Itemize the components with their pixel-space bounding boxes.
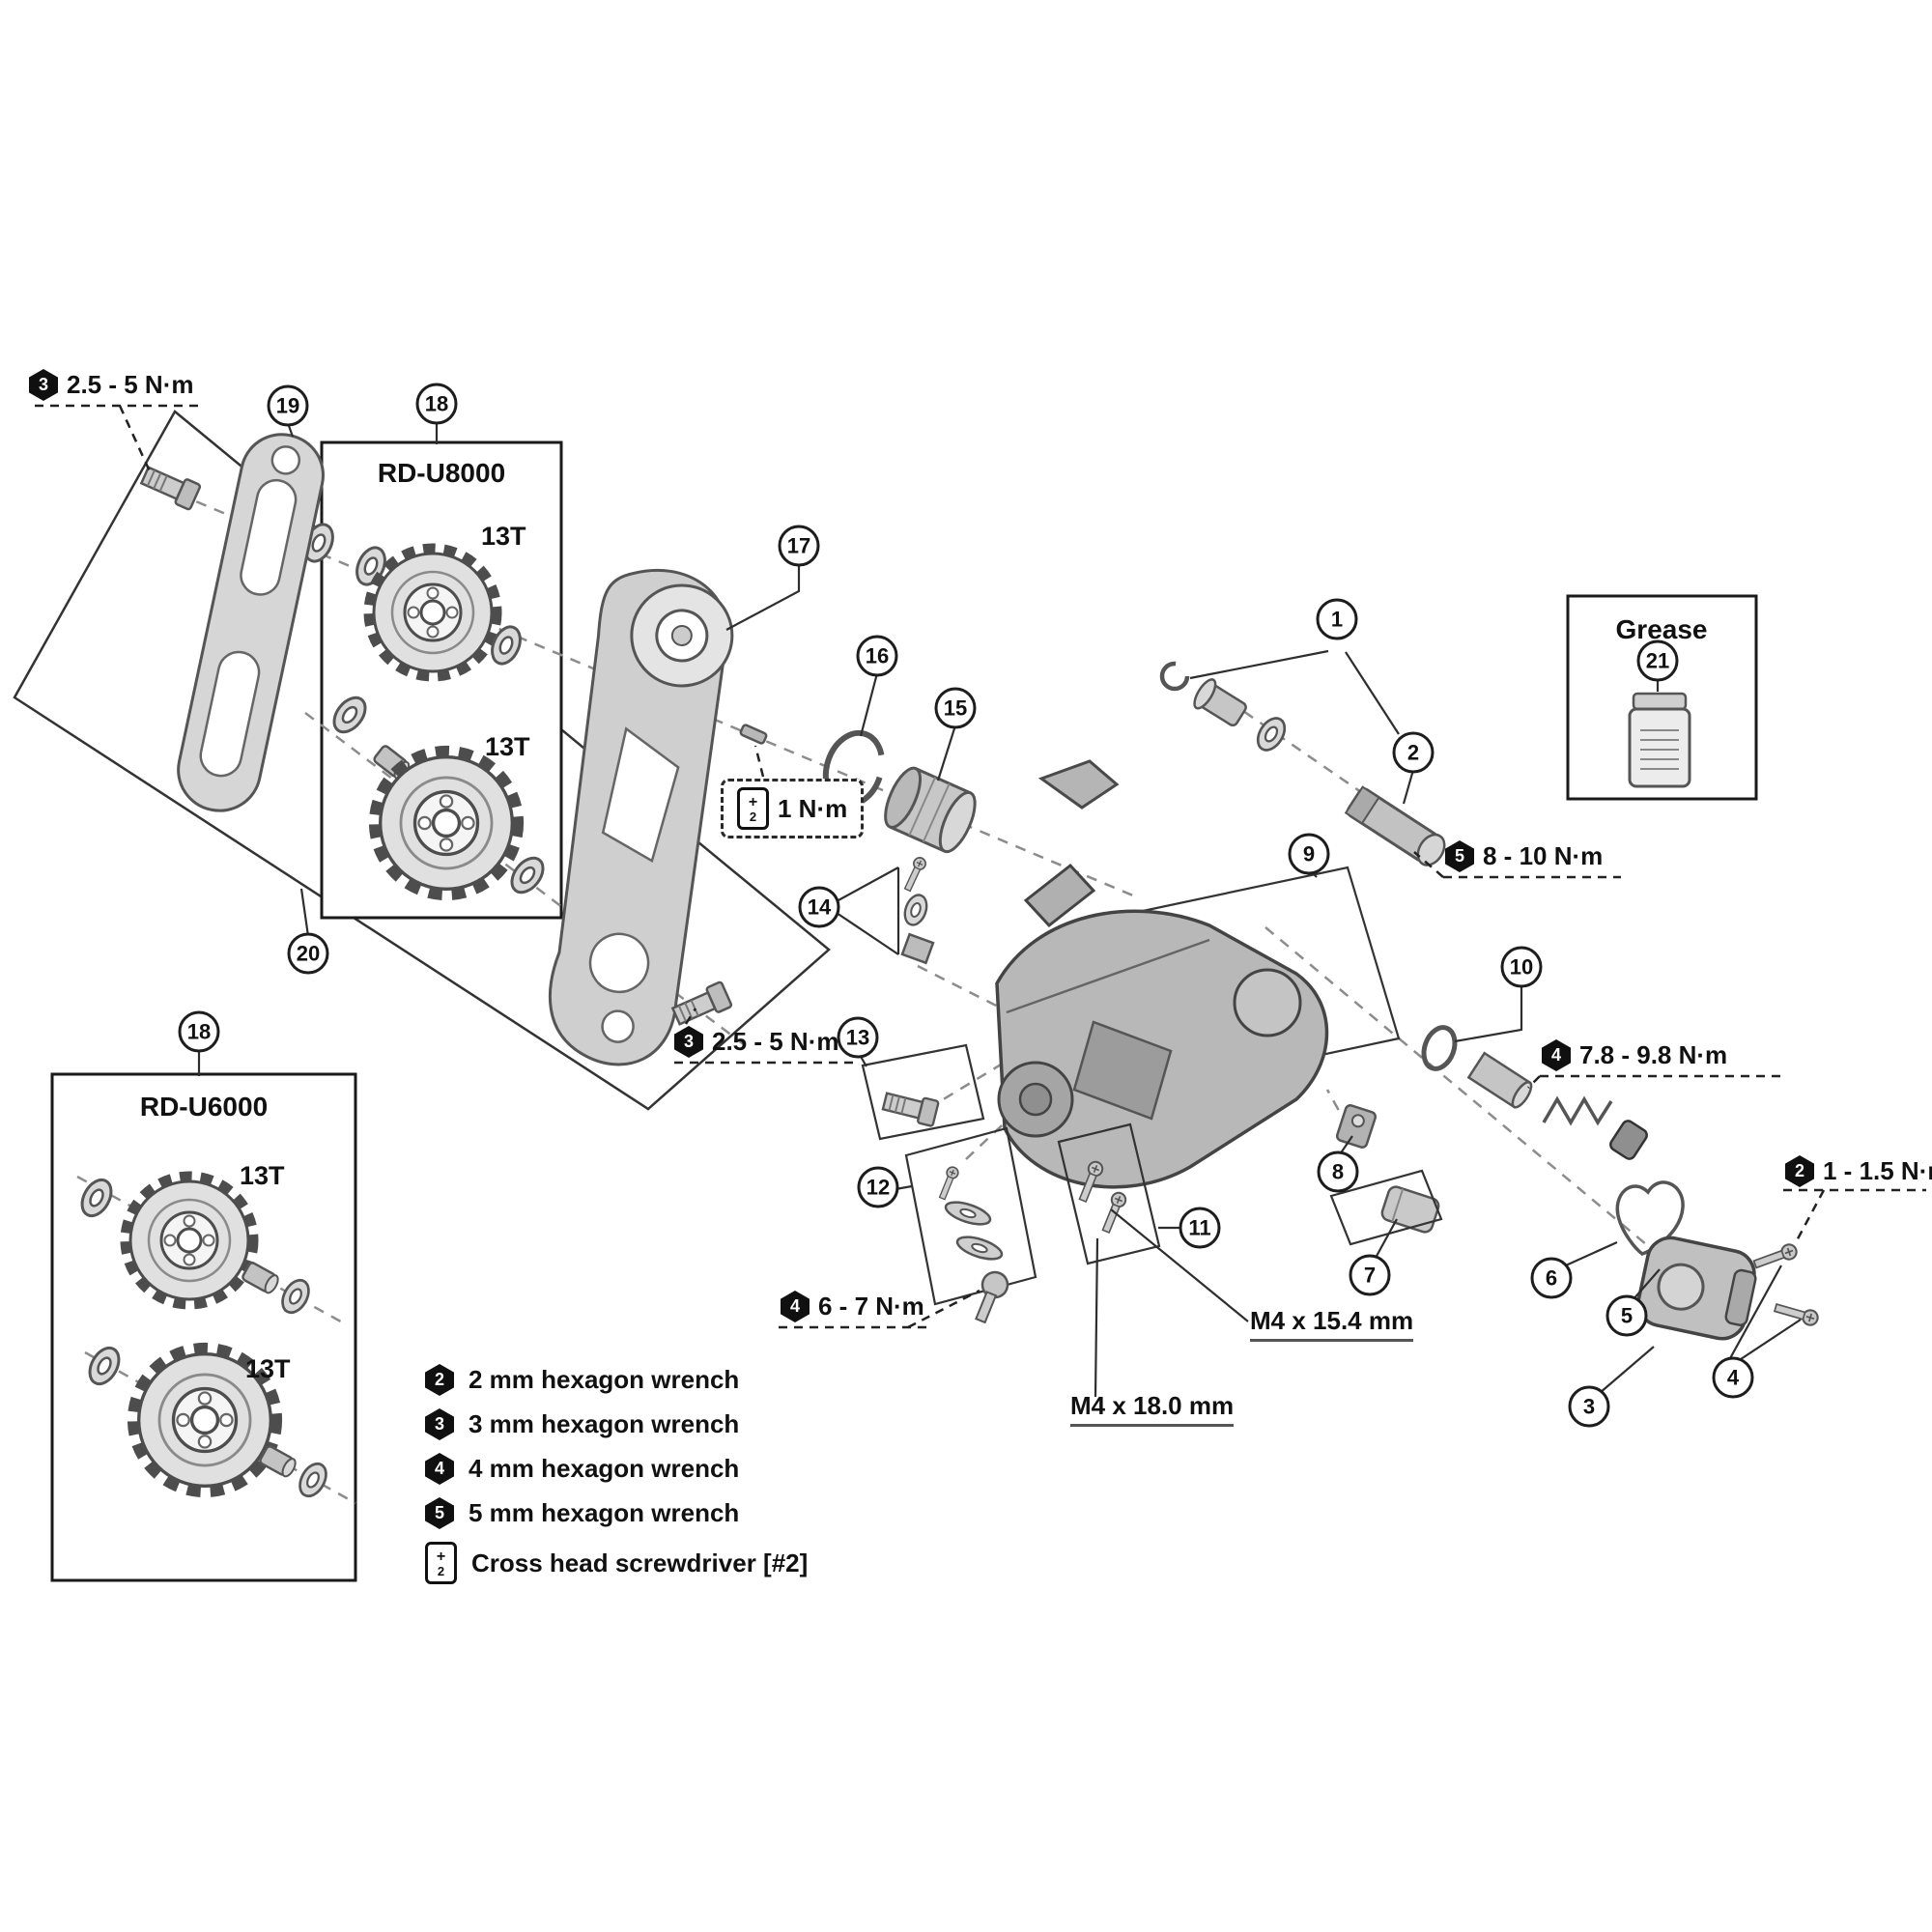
callout-4: 4 — [1712, 1356, 1754, 1399]
callout-20: 20 — [287, 932, 329, 975]
callout-13: 13 — [837, 1016, 879, 1059]
torque-label-end-cap-screws: 2 1 - 1.5 N·m — [1785, 1155, 1932, 1187]
cable-fixing-parts — [899, 855, 935, 965]
hex-wrench-icon: 2 — [425, 1364, 454, 1396]
item13-outline — [861, 1043, 985, 1141]
torque-value: 2.5 - 5 N·m — [67, 370, 194, 399]
legend-label: 5 mm hexagon wrench — [469, 1498, 740, 1527]
torque-label-bracket-axle: 5 8 - 10 N·m — [1445, 840, 1603, 872]
item12-outline — [904, 1126, 1037, 1306]
item11-outline — [1057, 1122, 1161, 1265]
hex-wrench-icon: 4 — [781, 1291, 810, 1322]
pulley-teeth-label: 13T — [481, 522, 526, 551]
inner-cage-plate — [548, 568, 734, 1066]
pulley-bolt-set — [936, 1164, 1009, 1324]
torque-label-cage-bolt-upper: 3 2.5 - 5 N·m — [29, 369, 194, 401]
spring-unit-parts — [1421, 1025, 1685, 1256]
hex-wrench-icon: 3 — [425, 1408, 454, 1440]
cage-plate-bolt-lower — [669, 980, 734, 1031]
callout-19: 19 — [267, 384, 309, 427]
callout-15: 15 — [934, 687, 977, 729]
cross-glyph: + — [748, 793, 758, 810]
pulley-teeth-label: 13T — [240, 1161, 285, 1190]
end-cap-unit — [1636, 1236, 1757, 1341]
callout-8: 8 — [1317, 1151, 1359, 1193]
cage-stopper-pin — [739, 724, 768, 745]
dimension-label-m4-18: M4 x 18.0 mm — [1070, 1391, 1235, 1427]
torque-label-stopper-pin: + 2 1 N·m — [721, 779, 865, 838]
callout-leader-lines — [197, 421, 1802, 1398]
outer-cage-plate — [177, 433, 325, 812]
bracket-axle-parts — [1037, 661, 1292, 810]
callout-9: 9 — [1288, 833, 1330, 875]
hex-wrench-icon: 2 — [1785, 1155, 1814, 1187]
cage-pivot-bolt — [880, 1087, 940, 1128]
rd-u6000-title: RD-U6000 — [139, 1092, 269, 1122]
legend-label: 3 mm hexagon wrench — [469, 1409, 740, 1438]
legend-label: 2 mm hexagon wrench — [469, 1365, 740, 1394]
hex-wrench-icon: 5 — [1445, 840, 1474, 872]
callout-14: 14 — [798, 886, 840, 928]
callout-3: 3 — [1568, 1385, 1610, 1428]
torque-leader-lines — [35, 404, 1926, 1329]
torque-value: 2.5 - 5 N·m — [712, 1027, 839, 1056]
crosshead-screwdriver-icon: + 2 — [425, 1542, 457, 1584]
hex-wrench-icon: 5 — [425, 1497, 454, 1529]
cross-size: 2 — [437, 1563, 445, 1578]
callout-16: 16 — [856, 635, 898, 677]
cable-guide-arm — [1023, 863, 1096, 928]
torque-value: 7.8 - 9.8 N·m — [1579, 1040, 1728, 1069]
dimension-label-m4-15: M4 x 15.4 mm — [1250, 1306, 1414, 1342]
callout-21: 21 — [1636, 639, 1679, 682]
legend-label: 4 mm hexagon wrench — [469, 1454, 740, 1483]
tool-legend: 2 2 mm hexagon wrench 3 3 mm hexagon wre… — [425, 1364, 808, 1584]
callout-5: 5 — [1605, 1294, 1648, 1337]
cage-lock-cylinder — [884, 766, 977, 854]
pulley-teeth-label: 13T — [245, 1354, 291, 1383]
crosshead-screwdriver-icon: + 2 — [737, 787, 769, 830]
legend-row-2mm: 2 2 mm hexagon wrench — [425, 1364, 808, 1396]
torque-label-spring-unit: 4 7.8 - 9.8 N·m — [1542, 1039, 1727, 1071]
callout-7: 7 — [1349, 1254, 1391, 1296]
grease-jar — [1628, 692, 1691, 788]
callout-17: 17 — [778, 525, 820, 567]
callout-18-u8000: 18 — [415, 383, 458, 425]
hex-wrench-icon: 4 — [1542, 1039, 1571, 1071]
cross-size: 2 — [749, 809, 757, 824]
legend-row-4mm: 4 4 mm hexagon wrench — [425, 1453, 808, 1485]
hex-wrench-icon: 4 — [425, 1453, 454, 1485]
torque-label-cage-bolt-lower: 3 2.5 - 5 N·m — [674, 1026, 839, 1058]
stroke-adjust-block — [1335, 1104, 1378, 1149]
hex-wrench-icon: 3 — [674, 1026, 703, 1058]
end-cap-screw — [1751, 1241, 1800, 1273]
callout-11: 11 — [1179, 1207, 1221, 1249]
callout-1: 1 — [1316, 598, 1358, 640]
legend-row-screwdriver: + 2 Cross head screwdriver [#2] — [425, 1542, 808, 1584]
torque-value: 6 - 7 N·m — [818, 1292, 924, 1321]
item7-outline — [1329, 1169, 1443, 1246]
torque-value: 1 N·m — [778, 793, 848, 823]
torque-value: 1 - 1.5 N·m — [1823, 1156, 1932, 1185]
callout-12: 12 — [857, 1166, 899, 1208]
cross-glyph: + — [436, 1548, 446, 1565]
callout-2: 2 — [1392, 731, 1435, 774]
derailleur-body — [995, 909, 1329, 1189]
hex-wrench-icon: 3 — [29, 369, 58, 401]
pulley-teeth-label: 13T — [485, 732, 530, 761]
legend-row-3mm: 3 3 mm hexagon wrench — [425, 1408, 808, 1440]
callout-10: 10 — [1500, 946, 1543, 988]
rd-u8000-title: RD-U8000 — [377, 458, 506, 488]
legend-row-5mm: 5 5 mm hexagon wrench — [425, 1497, 808, 1529]
torque-label-pulley-bolt: 4 6 - 7 N·m — [781, 1291, 924, 1322]
grease-title: Grease — [1615, 614, 1708, 644]
torque-value: 8 - 10 N·m — [1483, 841, 1604, 870]
legend-label: Cross head screwdriver [#2] — [471, 1548, 809, 1577]
callout-6: 6 — [1530, 1257, 1573, 1299]
callout-18-u6000: 18 — [178, 1010, 220, 1053]
rd-u6000-box — [50, 1072, 357, 1582]
bracket-axle-bolt — [1344, 785, 1446, 867]
